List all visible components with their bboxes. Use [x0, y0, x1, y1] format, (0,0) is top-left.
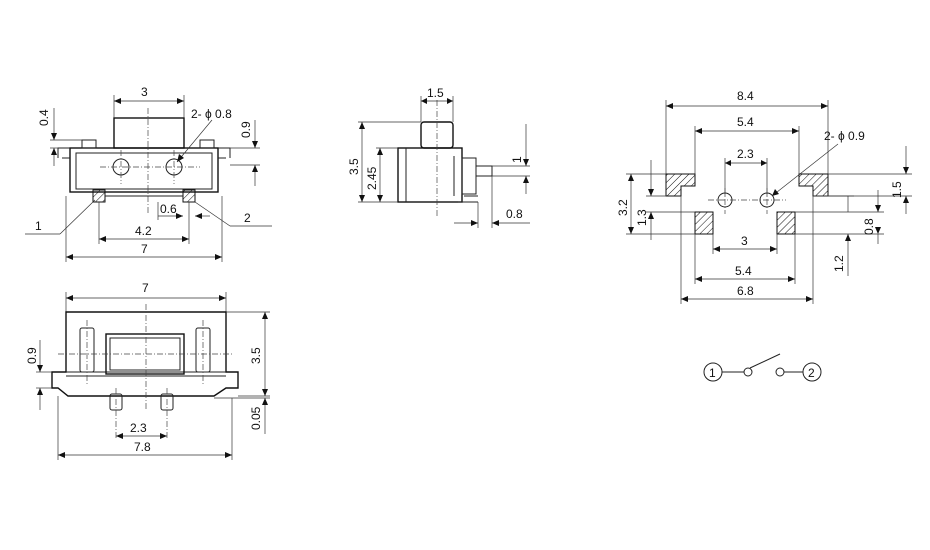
terminal-pad-2	[182, 189, 196, 203]
front-dim-total: 7.8	[134, 440, 151, 454]
terminal-2-label: 2	[244, 211, 251, 225]
fp-dim-lower-inner: 5.4	[735, 264, 752, 278]
top-view: 3 2- ϕ 0.8 0.4 0.9 1 2 0.	[25, 85, 272, 262]
fp-pad-lower-right	[776, 211, 796, 235]
fp-hole-label: 2- ϕ 0.9	[824, 129, 865, 143]
schematic-switch-blade	[749, 353, 781, 369]
schematic-contact-left	[743, 367, 753, 377]
terminal-1-label: 1	[35, 219, 42, 233]
fp-dim-hole-pitch: 2.3	[737, 147, 754, 161]
side-dim-height: 3.5	[347, 158, 361, 175]
schematic-contact-right	[775, 367, 785, 377]
fp-dim-left-inner: 1.3	[635, 209, 649, 226]
dim-right-height: 0.9	[239, 121, 253, 138]
footprint-view: 8.4 5.4 2.3 2- ϕ 0.9	[616, 89, 912, 304]
schematic-pin-1: 1	[709, 366, 716, 380]
dim-hole-label: 2- ϕ 0.8	[191, 107, 232, 121]
body-inner-outline	[75, 152, 213, 190]
side-view: 1.5 3.5 2.45 1 0.8	[347, 86, 530, 228]
fp-dim-outer: 8.4	[737, 89, 754, 103]
fp-dim-right-top: 1.5	[890, 181, 904, 198]
side-dim-top: 1.5	[427, 86, 444, 100]
tab-left	[81, 139, 97, 149]
schematic-pin-2-circle	[802, 362, 822, 382]
fp-dim-lower-outer: 6.8	[737, 284, 754, 298]
side-pin	[475, 165, 493, 177]
front-dim-width: 7	[142, 281, 149, 295]
fp-pad-upper-right	[798, 173, 829, 197]
schematic-pin-2: 2	[808, 366, 815, 380]
side-dim-pin: 0.8	[506, 207, 523, 221]
fp-dim-upper-inner: 5.4	[737, 115, 754, 129]
switch-schematic: 1 2	[703, 353, 822, 382]
fp-pad-upper-left	[665, 173, 696, 197]
dim-pad: 0.6	[160, 202, 177, 216]
side-dim-body: 2.45	[365, 166, 379, 190]
front-dim-left: 0.9	[25, 347, 39, 364]
dim-pitch: 4.2	[135, 224, 152, 238]
front-view: 7 0.9 3.5	[25, 281, 270, 460]
front-dim-pitch: 2.3	[130, 421, 147, 435]
front-dim-height: 3.5	[249, 347, 263, 364]
front-dim-foot: 0.05	[249, 406, 263, 430]
body-outline	[69, 147, 219, 193]
tab-right	[199, 139, 215, 149]
dim-width: 7	[141, 242, 148, 256]
side-body	[397, 147, 463, 203]
side-dim-right: 1	[510, 156, 524, 163]
actuator-outline	[113, 117, 185, 149]
side-right-block	[461, 157, 477, 195]
fp-dim-left-outer: 3.2	[616, 199, 630, 216]
dim-left-height: 0.4	[37, 109, 51, 126]
fp-pad-lower-left	[694, 211, 714, 235]
fp-dim-right-bottom: 0.8	[862, 218, 876, 235]
fp-dim-pad-pitch: 3	[741, 234, 748, 248]
dim-top-width: 3	[141, 85, 148, 99]
fp-dim-right-low: 1.2	[832, 255, 846, 272]
